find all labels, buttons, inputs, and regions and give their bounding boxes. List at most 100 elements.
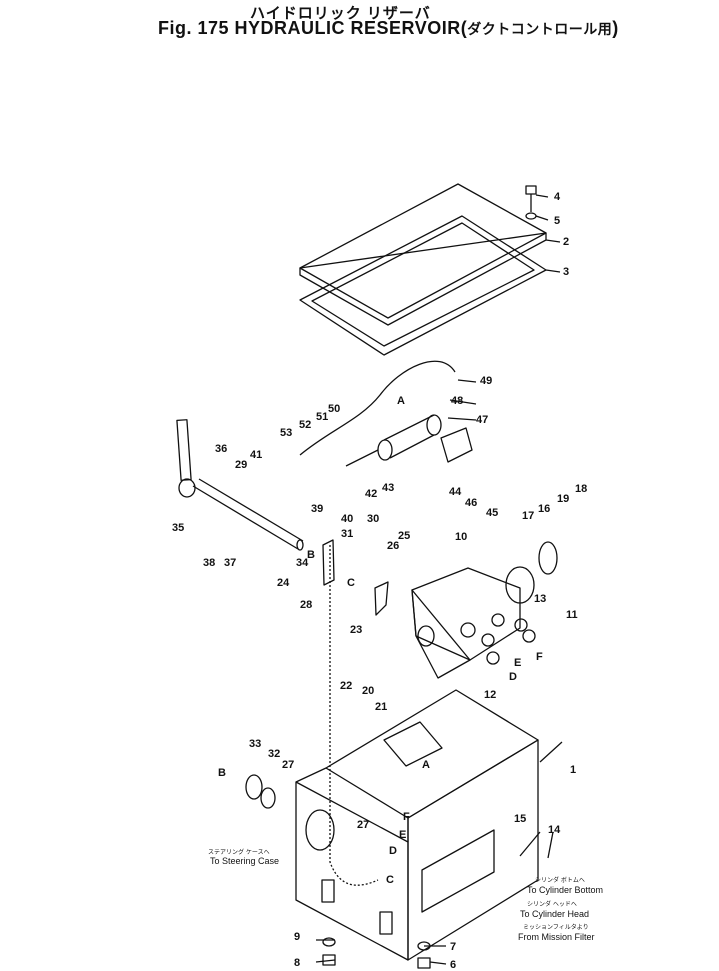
callout-14: 14 bbox=[548, 824, 561, 836]
callout-33: 33 bbox=[249, 738, 261, 750]
callout-47: 47 bbox=[476, 414, 488, 426]
port-plate bbox=[421, 829, 495, 913]
callout-20: 20 bbox=[362, 685, 374, 697]
port-letter-c: C bbox=[386, 874, 394, 886]
callout-layer: 1234567891011121314151617181920212223242… bbox=[172, 191, 587, 971]
callout-45: 45 bbox=[486, 507, 498, 519]
title-japanese: ハイドロリック リザーバ bbox=[250, 5, 431, 22]
port-letter-c: C bbox=[347, 577, 355, 589]
callout-50: 50 bbox=[328, 403, 340, 415]
link-23 bbox=[374, 581, 389, 616]
port-letter-e: E bbox=[399, 829, 406, 841]
callout-24: 24 bbox=[277, 577, 290, 589]
callout-52: 52 bbox=[299, 419, 311, 431]
callout-23: 23 bbox=[350, 624, 362, 636]
callout-29: 29 bbox=[235, 459, 247, 471]
callout-43: 43 bbox=[382, 482, 394, 494]
note-cyl-bottom-en: To Cylinder Bottom bbox=[527, 885, 603, 895]
callout-53: 53 bbox=[280, 427, 292, 439]
callout-34: 34 bbox=[296, 557, 309, 569]
gasket bbox=[299, 215, 547, 356]
port-letter-f: F bbox=[403, 811, 410, 823]
callout-2: 2 bbox=[563, 236, 569, 248]
valve-43 bbox=[345, 414, 442, 467]
seal-32 bbox=[260, 787, 276, 809]
callout-40: 40 bbox=[341, 513, 353, 525]
callout-26: 26 bbox=[387, 540, 399, 552]
callout-12: 12 bbox=[484, 689, 496, 701]
callout-3: 3 bbox=[563, 266, 569, 278]
callout-35: 35 bbox=[172, 522, 184, 534]
hose-50 bbox=[299, 360, 456, 456]
callout-44: 44 bbox=[449, 486, 462, 498]
note-steering-en: To Steering Case bbox=[210, 856, 279, 866]
port-letter-b: B bbox=[307, 549, 315, 561]
callout-37: 37 bbox=[224, 557, 236, 569]
flange-17 bbox=[538, 541, 558, 575]
port-letter-f: F bbox=[536, 651, 543, 663]
callout-22: 22 bbox=[340, 680, 352, 692]
shaft-34 bbox=[192, 478, 304, 551]
callout-21: 21 bbox=[375, 701, 387, 713]
callout-32: 32 bbox=[268, 748, 280, 760]
cover-plate bbox=[299, 183, 547, 326]
callout-8: 8 bbox=[294, 957, 300, 969]
callout-1: 1 bbox=[570, 764, 576, 776]
port-letter-a: A bbox=[397, 395, 405, 407]
callout-9: 9 bbox=[294, 931, 300, 943]
callout-36: 36 bbox=[215, 443, 227, 455]
callout-17: 17 bbox=[522, 510, 534, 522]
callout-41: 41 bbox=[250, 449, 262, 461]
lever-35 bbox=[176, 419, 196, 498]
callout-18: 18 bbox=[575, 483, 587, 495]
callout-11: 11 bbox=[566, 609, 578, 621]
note-mission-en: From Mission Filter bbox=[518, 932, 595, 942]
callout-19: 19 bbox=[557, 493, 569, 505]
callout-48: 48 bbox=[451, 395, 463, 407]
note-cyl-bottom-jp: シリンダ ボトムへ bbox=[535, 876, 585, 884]
figure-title: Fig. 175 HYDRAULIC RESERVOIR(ダクトコントロール用) bbox=[158, 18, 619, 38]
bracket-44 bbox=[440, 427, 473, 463]
port-letter-d: D bbox=[509, 671, 517, 683]
port-letter-b: B bbox=[218, 767, 226, 779]
port-letter-d: D bbox=[389, 845, 397, 857]
note-mission-jp: ミッションフィルタより bbox=[523, 923, 589, 931]
note-cyl-head-jp: シリンダ ヘッドへ bbox=[527, 900, 577, 908]
washer-5 bbox=[525, 212, 537, 220]
figure-label: Fig. 175 HYDRAULIC RESERVOIR bbox=[158, 18, 461, 38]
bolt-4 bbox=[525, 185, 537, 195]
callout-27: 27 bbox=[357, 819, 369, 831]
port-letter-e: E bbox=[514, 657, 521, 669]
washer-33 bbox=[245, 774, 263, 800]
callout-13: 13 bbox=[534, 593, 546, 605]
callout-46: 46 bbox=[465, 497, 477, 509]
callout-15: 15 bbox=[514, 813, 526, 825]
note-steering-jp: ステアリング ケースへ bbox=[208, 848, 270, 856]
callout-5: 5 bbox=[554, 215, 560, 227]
callout-42: 42 bbox=[365, 488, 377, 500]
callout-30: 30 bbox=[367, 513, 379, 525]
callout-7: 7 bbox=[450, 941, 456, 953]
callout-49: 49 bbox=[480, 375, 492, 387]
subtitle-japanese: ダクトコントロール用 bbox=[467, 21, 613, 37]
callout-38: 38 bbox=[203, 557, 215, 569]
callout-39: 39 bbox=[311, 503, 323, 515]
callout-25: 25 bbox=[398, 530, 410, 542]
reservoir-tank bbox=[295, 689, 539, 961]
note-cyl-head-en: To Cylinder Head bbox=[520, 909, 589, 919]
control-valve-10 bbox=[411, 566, 535, 679]
link-28 bbox=[322, 539, 335, 586]
callout-4: 4 bbox=[554, 191, 561, 203]
callout-27: 27 bbox=[282, 759, 294, 771]
callout-28: 28 bbox=[300, 599, 312, 611]
callout-6: 6 bbox=[450, 959, 456, 971]
steering-flange bbox=[305, 809, 335, 851]
port-letter-a: A bbox=[422, 759, 430, 771]
callout-51: 51 bbox=[316, 411, 328, 423]
callout-10: 10 bbox=[455, 531, 467, 543]
callout-31: 31 bbox=[341, 528, 353, 540]
callout-16: 16 bbox=[538, 503, 550, 515]
tank-opening bbox=[383, 721, 443, 767]
